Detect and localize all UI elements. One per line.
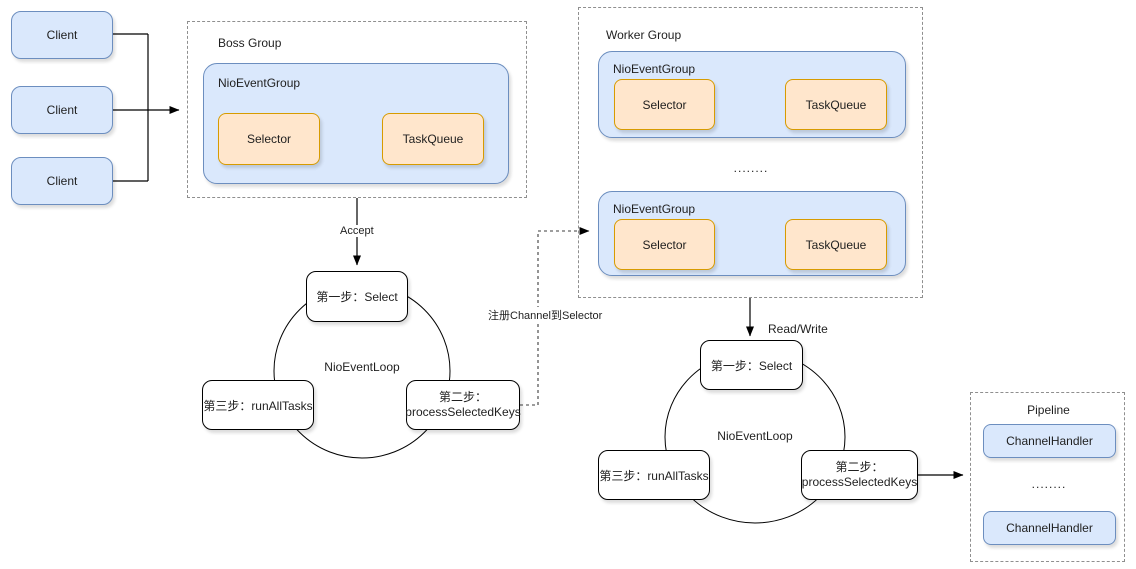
channel-handler-label: ChannelHandler [1006,434,1093,448]
pipeline-ellipsis: ........ [1031,477,1067,491]
client-label: Client [46,28,78,42]
worker-loop-step1-box: 第一步：Select [700,340,803,390]
worker-selector-node-1: Selector [614,79,715,130]
worker-nio-event-group-2: NioEventGroup Selector TaskQueue [598,191,906,276]
step1-label: 第一步：Select [710,358,793,373]
boss-nio-event-group: NioEventGroup Selector TaskQueue [203,63,509,184]
client-merge-line [113,33,149,182]
step3-label: 第三步：runAllTasks [599,468,709,483]
pipeline-group: Pipeline ChannelHandler ........ Channel… [970,392,1125,562]
pipeline-title: Pipeline [1027,403,1070,417]
boss-nio-event-group-title: NioEventGroup [218,76,301,90]
readwrite-edge-label: Read/Write [766,322,830,336]
boss-loop-step3-box: 第三步：runAllTasks [202,380,314,430]
selector-label: Selector [642,97,687,112]
worker-nio-event-group-2-title: NioEventGroup [613,202,696,216]
taskqueue-label: TaskQueue [805,237,867,252]
accept-edge-label: Accept [338,225,376,237]
channel-handler-label: ChannelHandler [1006,521,1093,535]
worker-nio-event-group-1: NioEventGroup Selector TaskQueue [598,51,906,138]
taskqueue-label: TaskQueue [805,97,867,112]
client-node: Client [11,157,113,205]
channel-handler-node: ChannelHandler [983,424,1116,458]
worker-taskqueue-node-2: TaskQueue [785,219,887,270]
client-label: Client [46,174,78,188]
worker-group: Worker Group NioEventGroup Selector Task… [578,7,923,298]
boss-group-title: Boss Group [218,36,282,50]
client-label: Client [46,103,78,117]
step3-label: 第三步：runAllTasks [203,398,313,413]
boss-taskqueue-node: TaskQueue [382,113,484,165]
selector-label: Selector [246,132,292,146]
worker-selector-node-2: Selector [614,219,715,270]
worker-nio-event-group-1-title: NioEventGroup [613,62,696,76]
boss-loop-step2-box: 第二步： processSelectedKeys [405,380,521,430]
channel-handler-node: ChannelHandler [983,511,1116,545]
boss-group: Boss Group NioEventGroup Selector TaskQu… [187,21,527,198]
step1-label: 第一步：Select [316,290,398,304]
worker-group-title: Worker Group [606,28,682,42]
register-edge-label: 注册Channel到Selector [486,307,605,323]
boss-eventloop-title: NioEventLoop [324,360,400,374]
worker-loop-step2-box: 第二步： processSelectedKeys [801,450,918,500]
client-node: Client [11,11,113,59]
step2-label-line1: 第二步： [835,460,884,474]
boss-loop-step1-box: 第一步：Select [306,271,408,322]
taskqueue-label: TaskQueue [402,132,464,146]
step2-label-line1: 第二步： [438,390,487,404]
worker-eventloop-title: NioEventLoop [717,429,793,443]
client-node: Client [11,86,113,134]
boss-selector-node: Selector [218,113,320,165]
worker-group-ellipsis: ........ [733,161,769,175]
step2-label-line2: processSelectedKeys [405,405,521,419]
step2-label-line2: processSelectedKeys [801,475,918,489]
worker-loop-step3-box: 第三步：runAllTasks [598,450,710,500]
worker-taskqueue-node-1: TaskQueue [785,79,887,130]
selector-label: Selector [642,237,687,252]
